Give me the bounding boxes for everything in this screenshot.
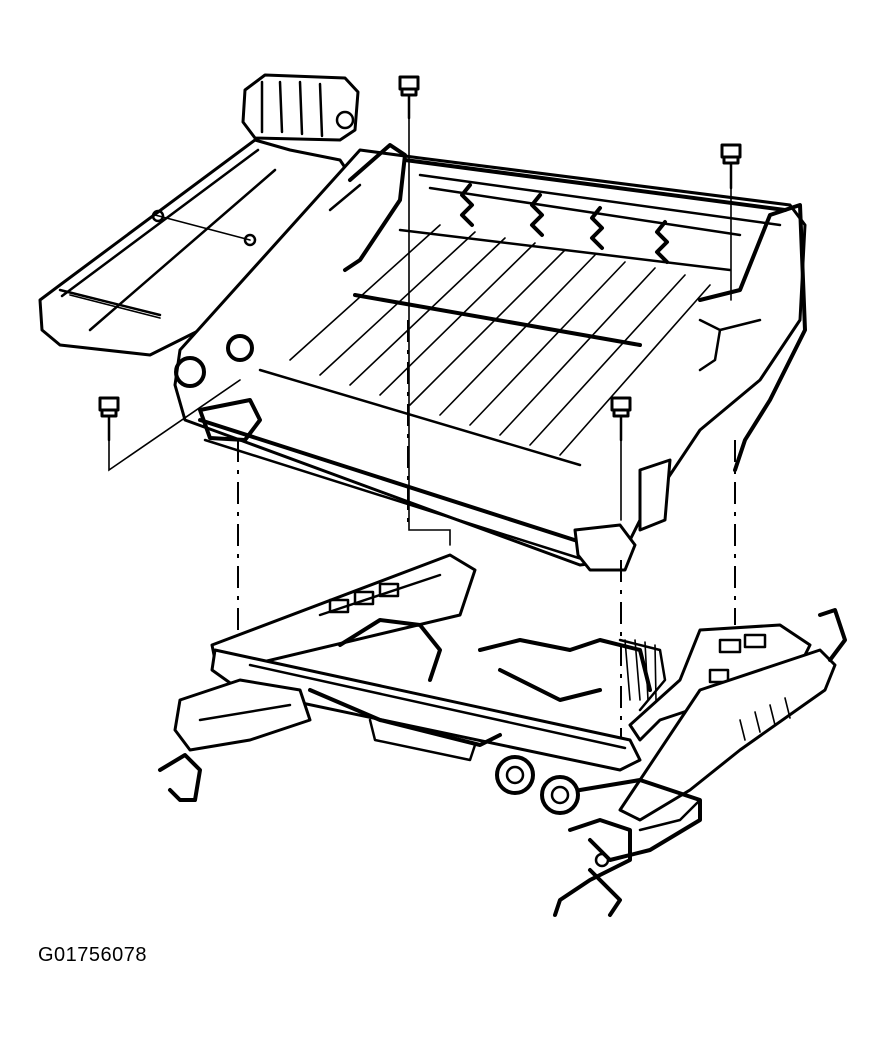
seat-adjuster-track bbox=[158, 553, 847, 917]
alignment-lines bbox=[108, 117, 736, 745]
bolt-front-left bbox=[98, 396, 120, 442]
figure-id-label: G01756078 bbox=[38, 944, 148, 966]
seat-frame bbox=[38, 73, 807, 572]
bolt-rear-left bbox=[398, 75, 420, 120]
seat-wires bbox=[258, 224, 732, 467]
bolt-rear-right bbox=[720, 143, 742, 190]
motor-block bbox=[241, 73, 360, 142]
bolt-front-right bbox=[610, 396, 632, 442]
